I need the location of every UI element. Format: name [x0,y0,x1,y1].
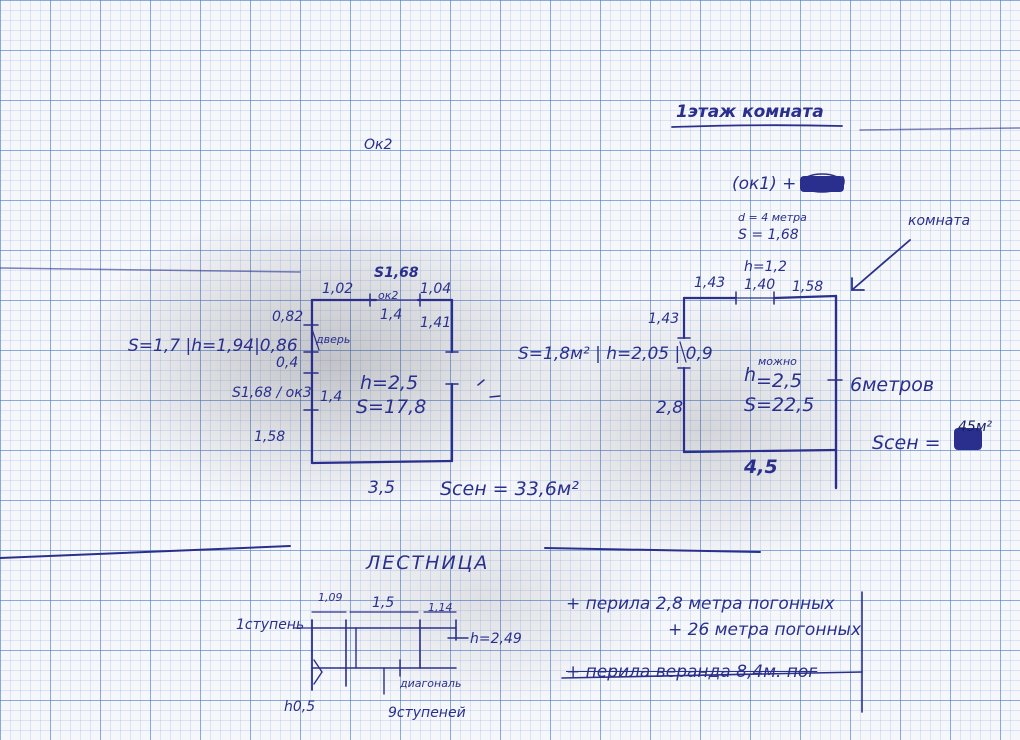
stairs-first-step: 1ступень [236,617,305,633]
left-top-s: S1,68 [374,265,419,281]
stairs-dim-1-5: 1,5 [372,595,395,611]
left-area: S=17,8 [356,396,427,418]
stairs-height: h=2,49 [470,631,522,647]
left-ok2: ок2 [378,289,399,302]
left-dim-1-02: 1,02 [322,281,354,297]
note-struck-veranda: + перила веранда 8,4м. пог [566,662,818,682]
left-dim-0-82: 0,82 [272,309,304,325]
stairs-dim-1-09: 1,09 [318,591,343,604]
left-dim-1-4b: 1,4 [320,389,343,405]
left-ok3: S1,68 / ок3 [232,385,312,401]
stairs-h05: h0,5 [284,699,316,715]
right-dim-2-8: 2,8 [656,398,684,418]
formula-ok1-ok2: (ок1) + (ок2) [732,174,847,194]
right-wall-area-value: 45м² [958,419,992,435]
right-bottom-4-5: 4,5 [744,456,778,478]
left-bottom-3-5: 3,5 [368,478,396,498]
scribble-ok2 [800,176,844,192]
stairs-dim-1-14: 1,14 [428,601,453,614]
right-h-note: h [744,364,757,386]
note-railing: + перила 2,8 метра погонных [566,594,835,614]
right-h-above: можно [758,355,797,368]
label-room: комната [908,213,971,229]
scribble-area [954,428,982,450]
right-height: =2,5 [756,370,803,392]
note-railing-2: + 26 метра погонных [668,620,862,640]
stairs-title: ЛЕСТНИЦА [366,552,490,574]
right-area: S=22,5 [744,394,815,416]
left-door: дверь [316,333,351,346]
left-wall-area: Sсен = 33,6м² [440,478,579,500]
label-ok2-top: Ок2 [364,137,393,153]
right-6-meters: 6метров [850,374,935,396]
title-floor1: 1этаж комната [676,102,824,122]
right-s-formula: S=1,8м² | h=2,05 | 0,9 [518,344,713,364]
right-h-1-2: h=1,2 [744,259,787,275]
stairs-diagonal: диагональ [400,677,462,690]
left-dim-1-04: 1,04 [420,281,452,297]
left-height: h=2,5 [360,372,419,394]
right-wall-area: Sсен = [872,432,941,454]
right-dim-1-43: 1,43 [694,275,726,291]
left-dim-1-4: 1,4 [380,307,403,323]
left-dim-1-41: 1,41 [420,315,452,331]
right-dim-1-40: 1,40 [744,277,776,293]
left-dim-0-4: 0,4 [276,355,299,371]
note-d: d = 4 метра [738,211,807,224]
note-s-168: S = 1,68 [738,227,799,243]
right-dim-1-58: 1,58 [792,279,824,295]
stairs-9-steps: 9ступеней [388,705,466,721]
left-dim-1-58: 1,58 [254,429,286,445]
right-dim-1-43b: 1,43 [648,311,680,327]
left-s-formula: S=1,7 |h=1,94|0,86 [128,336,298,356]
